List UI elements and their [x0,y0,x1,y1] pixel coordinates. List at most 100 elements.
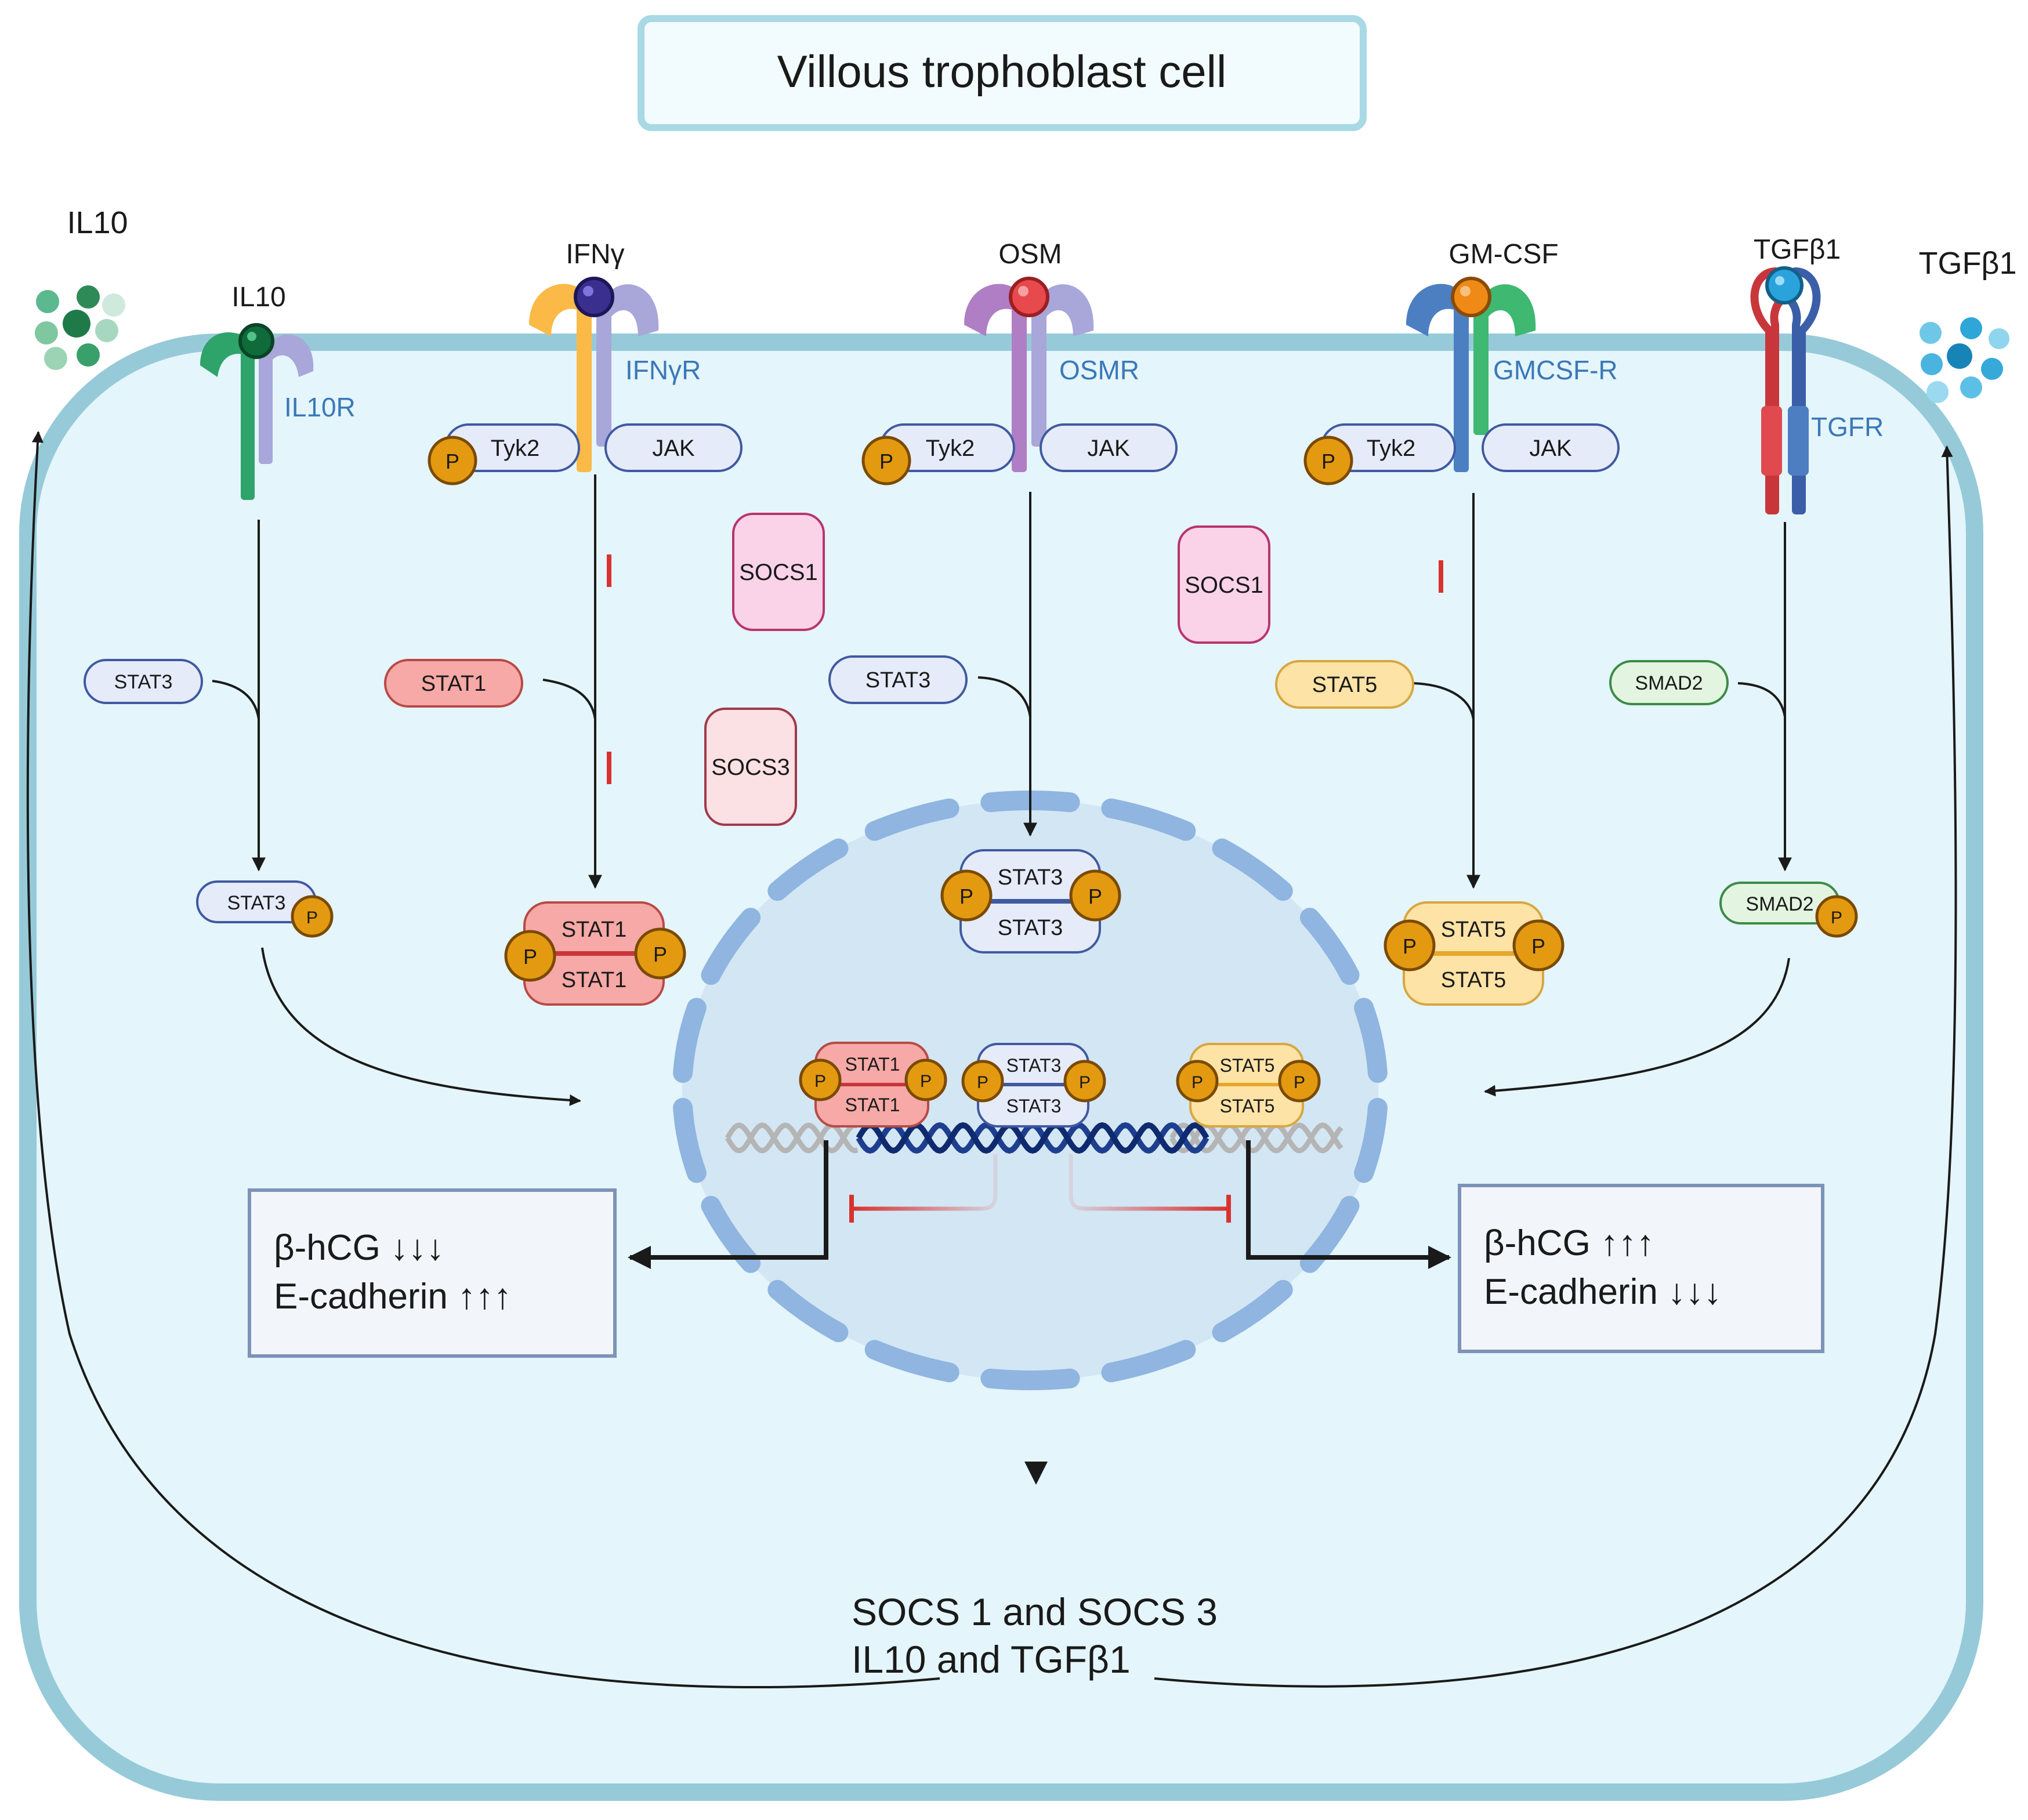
pstat1-dimer: STAT1 STAT1 P P [504,901,686,1006]
stat3-il10: STAT3 [84,659,203,704]
kinase-jak-ifng: JAK [652,436,695,461]
svg-text:P: P [1192,1073,1203,1092]
nuclear-envelope-segment [673,998,707,1083]
svg-text:STAT1: STAT1 [421,672,487,696]
nuclear-output [628,1140,1451,1485]
outcome-right-box: β-hCG ↑↑↑ E-cadherin ↓↓↓ [1458,1184,1824,1353]
nuclear-envelope-segment [1354,998,1388,1083]
nuclear-envelope-segment [980,1368,1080,1390]
outcome-left-line2: E-cadherin ↑↑↑ [274,1277,512,1317]
nuclear-stat5-dimer: STAT5 STAT5 P P [1176,1043,1321,1127]
bottom-line2: IL10 and TGFβ1 [852,1638,1131,1681]
receptor-ifngr-label: IFNγR [625,355,701,385]
outcome-right-line2: E-cadherin ↓↓↓ [1484,1272,1722,1312]
feedback-loop [26,431,1957,1688]
pstat3-dimer-osm: STAT3 STAT3 P P [940,849,1121,953]
svg-text:STAT1: STAT1 [845,1054,900,1075]
outcome-left-box: β-hCG ↓↓↓ E-cadherin ↑↑↑ [248,1188,617,1358]
nuclear-envelope-segment [1101,798,1196,841]
svg-text:P: P [1079,1073,1091,1092]
svg-text:STAT3: STAT3 [865,668,931,693]
kinase-tyk2-osm: Tyk2 [926,436,975,461]
phospho-osm: P [879,449,893,473]
tgfb1-particles [1920,317,2009,403]
stat5-gmcsf: STAT5 [1275,660,1414,709]
receptor-tgfb1: TGFβ1 TGFR [1750,234,1884,514]
receptor-tgfr-label: TGFR [1811,412,1884,442]
pstat5-dimer: STAT5 STAT5 P P [1384,901,1565,1006]
il10-particles [35,285,125,370]
svg-text:STAT5: STAT5 [1220,1096,1275,1116]
nuclear-envelope-segment [1101,1340,1196,1383]
nuclear-envelope-segment [1354,1098,1388,1183]
svg-text:P: P [523,945,537,969]
nuclear-envelope-segment [673,1098,707,1183]
svg-text:STAT5: STAT5 [1220,1055,1275,1076]
svg-text:STAT1: STAT1 [562,918,627,942]
svg-text:P: P [814,1072,826,1091]
socs1-ifng-inhibitor: SOCS1 [607,513,825,631]
title-box: Villous trophoblast cell [638,15,1367,131]
svg-text:STAT5: STAT5 [1441,968,1506,992]
kinase-tyk2-gmcsf: Tyk2 [1367,436,1415,461]
nuclear-envelope-segment [864,798,959,841]
secreted-il10: IL10 [35,205,128,370]
outcome-right-line1: β-hCG ↑↑↑ [1484,1223,1654,1263]
nuclear-envelope-segment [1212,838,1293,901]
svg-text:STAT3: STAT3 [998,865,1063,890]
secreted-tgfb1: TGFβ1 [1918,246,2017,403]
ligand-ifng-label: IFNγ [566,239,624,270]
socs1-gmcsf-inhibitor: SOCS1 [1178,525,1443,644]
ligand-il10-label: IL10 [231,282,285,313]
nuclear-envelope-segment [701,908,761,985]
svg-text:STAT3: STAT3 [1006,1055,1062,1076]
receptor-gmcsf: GM-CSF GMCSF-R Tyk2 JAK P [1303,239,1620,485]
kinase-jak-gmcsf: JAK [1529,436,1572,461]
svg-text:STAT1: STAT1 [562,968,627,992]
bottom-summary: SOCS 1 and SOCS 3 IL10 and TGFβ1 [852,1590,1218,1681]
receptor-il10r-label: IL10R [284,392,356,422]
dna-strand-grey [725,1122,859,1154]
page-title: Villous trophoblast cell [777,46,1227,97]
svg-text:STAT5: STAT5 [1441,918,1506,942]
svg-text:SMAD2: SMAD2 [1745,893,1813,915]
nuclear-envelope-segment [1299,908,1360,985]
pstat5-smad2-tgfb1: SMAD2 P [1719,882,1858,938]
svg-text:P: P [1403,934,1417,958]
socs3-label: SOCS3 [711,755,790,780]
nuclear-envelope-segment [767,838,849,901]
receptor-ifng: IFNγ IFNγR Tyk2 JAK P [428,239,743,485]
ligand-gmcsf-label: GM-CSF [1448,239,1558,270]
svg-text:P: P [977,1073,988,1092]
svg-text:P: P [653,942,667,966]
kinase-jak-osm: JAK [1087,436,1130,461]
phospho-ifng: P [446,449,459,473]
receptor-il10: IL10 IL10R [200,282,356,500]
receptor-gmcsfr-label: GMCSF-R [1493,355,1618,385]
svg-text:P: P [1531,934,1545,958]
nuclear-entry-arrows [261,947,1790,1106]
socs3-ifng-inhibitor: SOCS3 [607,708,797,826]
pathway-arrows [212,474,1792,889]
bottom-line1: SOCS 1 and SOCS 3 [852,1590,1218,1633]
nuclear-stat3-dimer: STAT3 STAT3 P P [961,1043,1106,1127]
svg-text:P: P [959,884,973,908]
smad2-tgfb1: SMAD2 [1609,660,1729,705]
pstat3-il10: STAT3 P [196,880,334,938]
svg-text:SMAD2: SMAD2 [1635,672,1703,694]
receptor-osm: OSM OSMR Tyk2 JAK P [861,239,1178,485]
svg-text:STAT3: STAT3 [227,892,286,914]
kinase-tyk2-ifng: Tyk2 [491,436,539,461]
nuclear-envelope-segment [767,1279,849,1343]
nuclear-stat1-dimer: STAT1 STAT1 P P [799,1042,947,1127]
svg-text:STAT3: STAT3 [998,916,1063,940]
svg-text:P: P [1294,1073,1305,1092]
ligand-osm-label: OSM [998,239,1062,270]
nuclear-envelope-segment [864,1340,959,1383]
stat3-osm: STAT3 [828,655,968,704]
svg-text:P: P [1831,908,1842,927]
receptor-osmr-label: OSMR [1059,355,1139,385]
secreted-il10-label: IL10 [67,205,128,240]
stat1-ifng: STAT1 [384,659,523,708]
ligand-tgfb1-label: TGFβ1 [1754,234,1841,265]
